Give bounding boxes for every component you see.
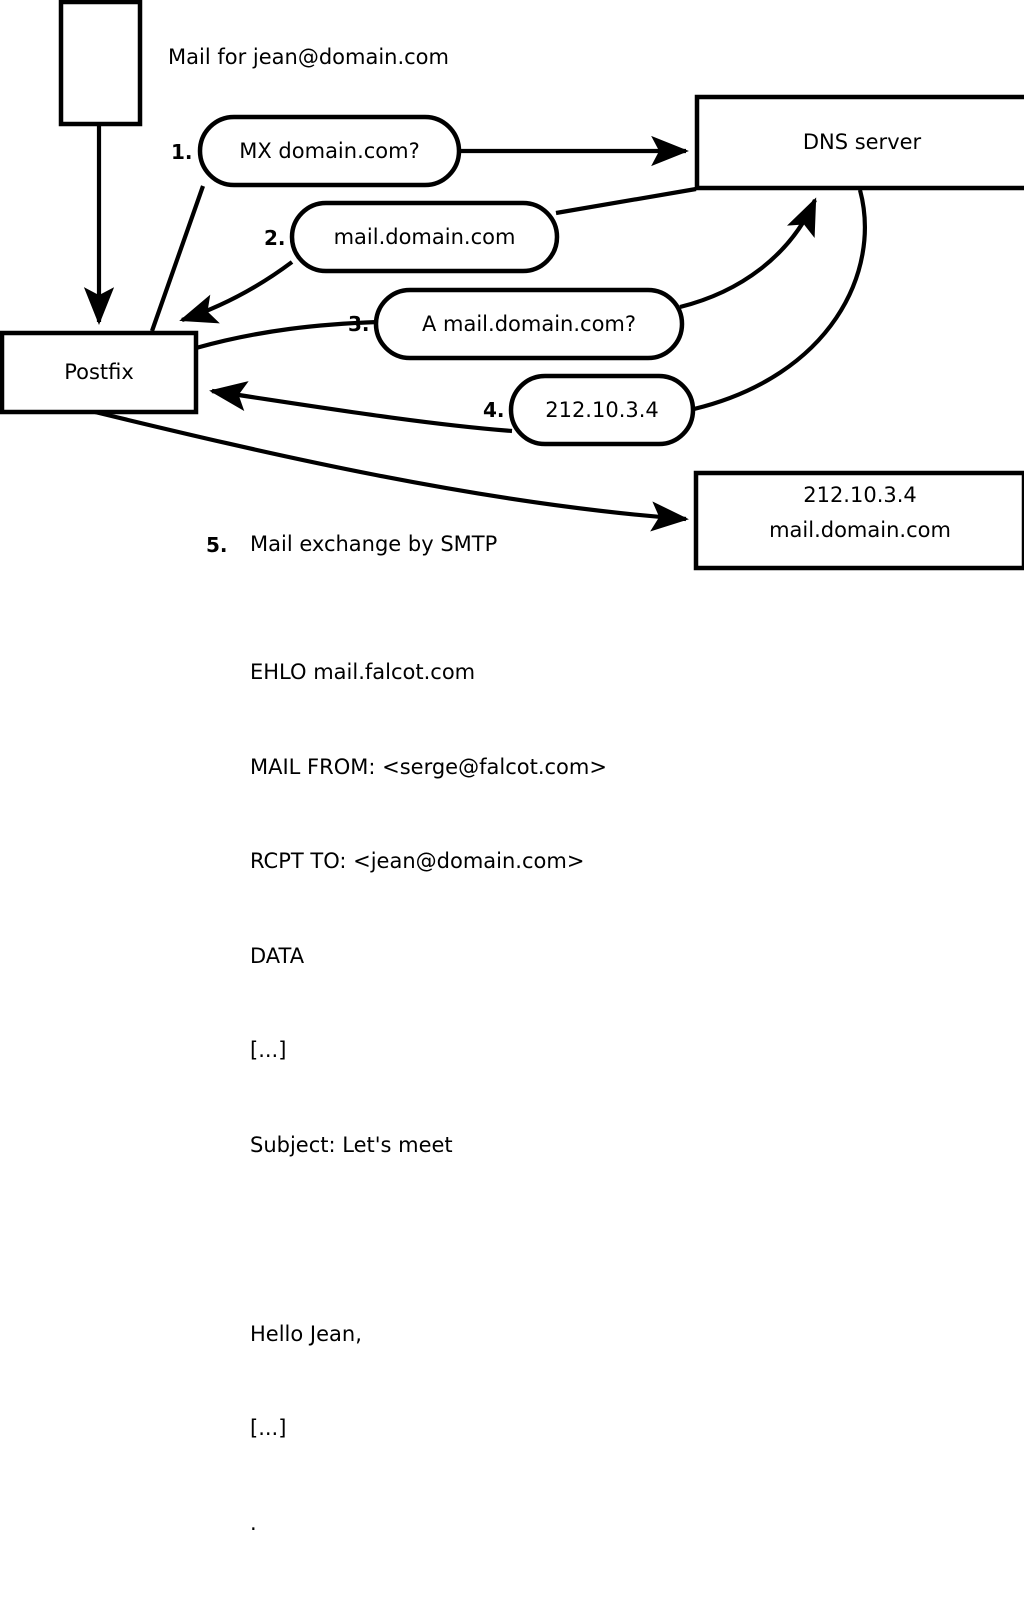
- step-3-bubble[interactable]: [373, 287, 685, 361]
- smtp-line: Hello Jean,: [250, 1321, 362, 1346]
- smtp-line: RCPT TO: <jean@domain.com>: [250, 849, 585, 873]
- step-3-number: 3.: [348, 312, 370, 336]
- edge-step2-to-postfix: [179, 260, 294, 324]
- edge-dns-to-step2: [555, 186, 697, 216]
- postfix-box[interactable]: [0, 330, 199, 415]
- edge-postfix-to-step1: [150, 185, 205, 332]
- edge-step4-to-postfix: [209, 381, 513, 434]
- step-1-number: 1.: [171, 140, 193, 164]
- diagram-canvas: Mail for jean@domain.com Postfix DNS ser…: [0, 0, 1024, 1535]
- edge-dns-to-step4: [693, 189, 867, 412]
- target-server-box[interactable]: [693, 470, 1024, 571]
- step-5-number: 5.: [206, 533, 228, 557]
- step-1-bubble[interactable]: [197, 114, 462, 188]
- smtp-line: MAIL FROM: <serge@falcot.com>: [250, 754, 607, 779]
- smtp-line: [...]: [250, 1038, 287, 1062]
- smtp-line: DATA: [250, 943, 305, 968]
- step-4-bubble[interactable]: [508, 373, 696, 447]
- smtp-line-blank: [250, 1224, 607, 1256]
- smtp-line: .: [250, 1510, 257, 1535]
- smtp-transcript: EHLO mail.falcot.com MAIL FROM: <serge@f…: [250, 594, 607, 1602]
- diagram-vector-layer: [0, 0, 1024, 571]
- smtp-line: Subject: Let's meet: [250, 1132, 453, 1157]
- dns-server-box[interactable]: [694, 94, 1024, 191]
- edge-postfix-to-step3: [195, 319, 379, 351]
- edge-postfix-to-target: [94, 409, 689, 532]
- incoming-mail-caption: Mail for jean@domain.com: [168, 45, 449, 69]
- step-4-number: 4.: [483, 398, 505, 422]
- step-5-label: Mail exchange by SMTP: [250, 532, 498, 556]
- client-box[interactable]: [58, 0, 143, 127]
- smtp-line: [...]: [250, 1416, 287, 1440]
- smtp-line: EHLO mail.falcot.com: [250, 660, 476, 684]
- edge-step3-to-dns: [679, 197, 817, 310]
- step-2-number: 2.: [264, 226, 286, 250]
- step-2-bubble[interactable]: [289, 200, 560, 274]
